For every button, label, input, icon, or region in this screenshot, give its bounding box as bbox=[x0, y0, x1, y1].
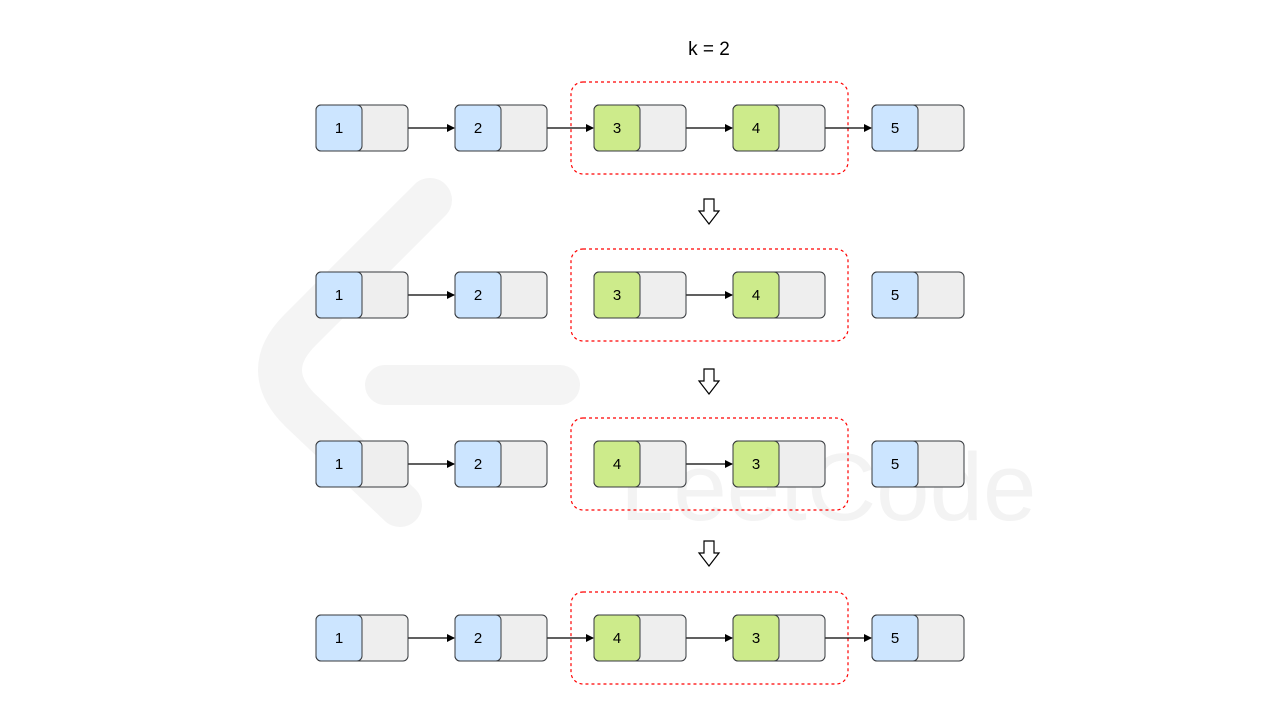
hollow-down-arrow-icon bbox=[697, 368, 721, 395]
node-value: 2 bbox=[474, 287, 482, 304]
list-node: 3 bbox=[593, 104, 687, 152]
node-value-box bbox=[454, 614, 502, 662]
node-value: 5 bbox=[891, 630, 899, 647]
leetcode-watermark: LeetCode bbox=[258, 178, 1036, 541]
link-arrows bbox=[408, 124, 872, 642]
node-value: 1 bbox=[335, 456, 343, 473]
node-value-box bbox=[732, 271, 780, 319]
reverse-group-border bbox=[570, 417, 849, 511]
node-value: 3 bbox=[613, 120, 621, 137]
diagram-title: k = 2 bbox=[688, 39, 730, 60]
group-borders bbox=[570, 81, 849, 685]
node-value: 2 bbox=[474, 630, 482, 647]
list-node: 1 bbox=[315, 104, 409, 152]
list-node: 5 bbox=[871, 440, 965, 488]
node-value-box bbox=[871, 614, 919, 662]
node-value: 4 bbox=[752, 120, 760, 137]
node-value-box bbox=[732, 440, 780, 488]
node-value: 5 bbox=[891, 456, 899, 473]
node-value: 5 bbox=[891, 287, 899, 304]
list-node: 3 bbox=[732, 440, 826, 488]
node-value: 1 bbox=[335, 630, 343, 647]
list-node: 3 bbox=[593, 271, 687, 319]
node-value-box bbox=[732, 614, 780, 662]
list-node: 5 bbox=[871, 271, 965, 319]
node-value: 3 bbox=[752, 456, 760, 473]
node-value-box bbox=[315, 271, 363, 319]
node-value-box bbox=[315, 440, 363, 488]
node-value-box bbox=[315, 614, 363, 662]
list-node: 2 bbox=[454, 104, 548, 152]
node-value: 3 bbox=[613, 287, 621, 304]
node-value-box bbox=[871, 440, 919, 488]
list-node: 4 bbox=[732, 271, 826, 319]
list-node: 1 bbox=[315, 271, 409, 319]
list-nodes: 1 2 3 4 5 1 2 3 4 5 1 2 4 3 5 1 2 4 3 5 bbox=[315, 104, 965, 662]
reverse-group-border bbox=[570, 591, 849, 685]
node-value: 4 bbox=[752, 287, 760, 304]
list-node: 1 bbox=[315, 440, 409, 488]
node-value-box bbox=[871, 104, 919, 152]
node-value-box bbox=[871, 271, 919, 319]
node-value: 1 bbox=[335, 287, 343, 304]
node-value-box bbox=[593, 440, 641, 488]
node-value: 4 bbox=[613, 630, 621, 647]
node-value-box bbox=[593, 104, 641, 152]
watermark-text: LeetCode bbox=[620, 434, 1036, 541]
list-node: 5 bbox=[871, 104, 965, 152]
node-value: 4 bbox=[613, 456, 621, 473]
node-value-box bbox=[454, 440, 502, 488]
step-arrows bbox=[697, 198, 721, 567]
node-value-box bbox=[732, 104, 780, 152]
list-node: 5 bbox=[871, 614, 965, 662]
list-node: 4 bbox=[593, 440, 687, 488]
list-node: 4 bbox=[732, 104, 826, 152]
list-node: 2 bbox=[454, 440, 548, 488]
node-value-box bbox=[454, 104, 502, 152]
leetcode-logo-icon bbox=[258, 178, 452, 527]
node-value: 1 bbox=[335, 120, 343, 137]
hollow-down-arrow-icon bbox=[697, 540, 721, 567]
node-value: 2 bbox=[474, 120, 482, 137]
node-value-box bbox=[593, 271, 641, 319]
list-node: 1 bbox=[315, 614, 409, 662]
reverse-group-border bbox=[570, 81, 849, 175]
hollow-down-arrow-icon bbox=[697, 198, 721, 225]
list-node: 3 bbox=[732, 614, 826, 662]
node-value: 2 bbox=[474, 456, 482, 473]
list-node: 2 bbox=[454, 271, 548, 319]
node-value-box bbox=[593, 614, 641, 662]
reverse-group-border bbox=[570, 248, 849, 342]
list-node: 4 bbox=[593, 614, 687, 662]
node-value-box bbox=[315, 104, 363, 152]
node-value: 3 bbox=[752, 630, 760, 647]
node-value: 5 bbox=[891, 120, 899, 137]
node-value-box bbox=[454, 271, 502, 319]
list-node: 2 bbox=[454, 614, 548, 662]
